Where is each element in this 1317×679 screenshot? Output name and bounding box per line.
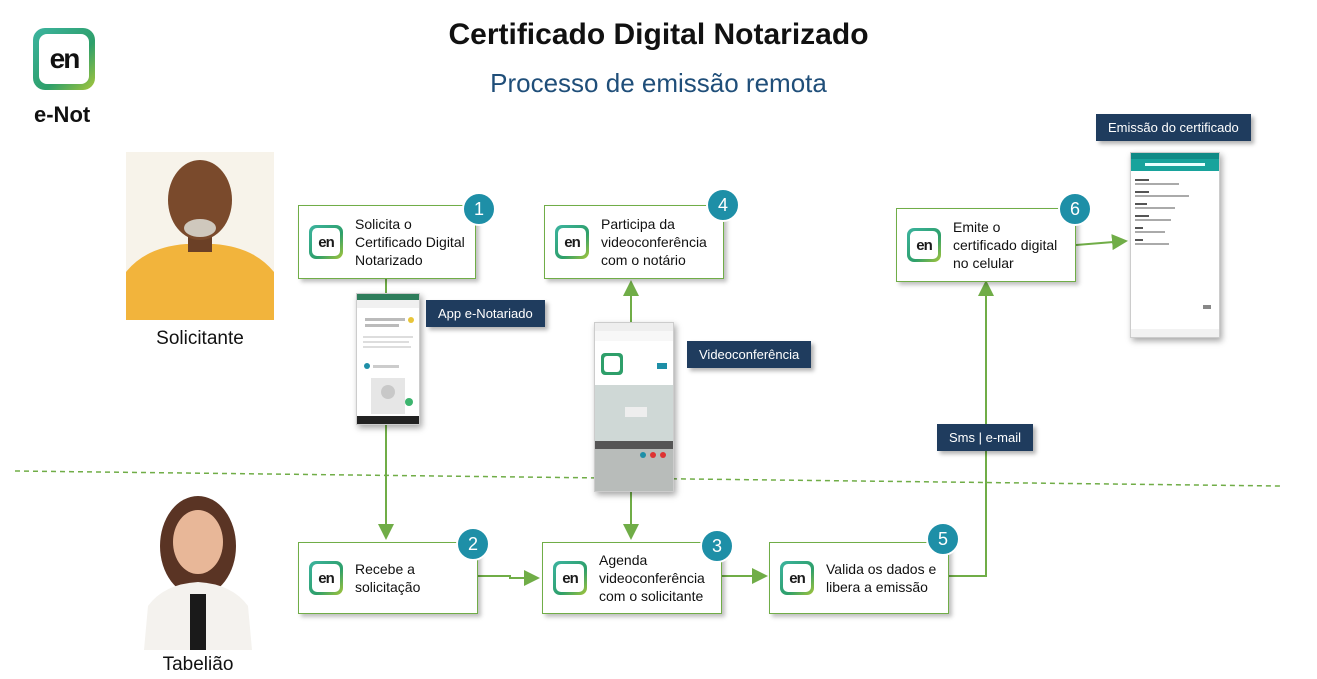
page-title: Certificado Digital Notarizado <box>448 18 869 51</box>
step-6-number: 6 <box>1058 192 1092 226</box>
en-logo-icon: en <box>907 228 941 262</box>
step-5-number: 5 <box>926 522 960 556</box>
page-subtitle: Processo de emissão remota <box>490 68 827 98</box>
step-4-text: Participa da videoconferência com o notá… <box>601 216 707 268</box>
en-logo-icon: en <box>555 225 589 259</box>
step-2-box: en Recebe a solicitação <box>298 542 478 614</box>
notary-photo <box>134 486 262 650</box>
en-logo-icon: en <box>309 561 343 595</box>
requester-photo <box>126 152 274 320</box>
notary-label: Tabelião <box>162 654 234 675</box>
en-logo-icon: en <box>309 225 343 259</box>
certificate-phone-screenshot <box>1130 152 1220 338</box>
step-4-number: 4 <box>706 188 740 222</box>
en-logo-icon: en <box>780 561 814 595</box>
brand-logo: en <box>33 28 95 90</box>
step-1-box: en Solicita o Certificado Digital Notari… <box>298 205 476 279</box>
en-logo-icon: en <box>33 28 95 90</box>
video-phone-screenshot <box>594 322 674 492</box>
step-2-text: Recebe a solicitação <box>355 561 421 595</box>
en-logo-icon: en <box>553 561 587 595</box>
step-1-number: 1 <box>462 192 496 226</box>
arrow-6-to-certificate <box>1075 234 1128 251</box>
arrow-2-to-3 <box>476 570 540 586</box>
step-5-box: en Valida os dados e libera a emissão <box>769 542 949 614</box>
sms-email-tag: Sms | e-mail <box>937 424 1033 451</box>
emission-tag: Emissão do certificado <box>1096 114 1251 141</box>
step-3-box: en Agenda videoconferência com o solicit… <box>542 542 722 614</box>
step-3-number: 3 <box>700 529 734 563</box>
arrow-5-to-6 <box>948 280 994 577</box>
app-phone-screenshot <box>356 293 420 425</box>
step-5-text: Valida os dados e libera a emissão <box>826 561 937 595</box>
step-6-text: Emite o certificado digital no celular <box>953 219 1058 271</box>
step-1-text: Solicita o Certificado Digital Notarizad… <box>355 216 465 268</box>
step-6-box: en Emite o certificado digital no celula… <box>896 208 1076 282</box>
step-3-text: Agenda videoconferência com o solicitant… <box>599 552 705 604</box>
video-tag: Videoconferência <box>687 341 812 368</box>
brand-name: e-Not <box>34 102 91 127</box>
step-4-box: en Participa da videoconferência com o n… <box>544 205 724 279</box>
step-2-number: 2 <box>456 527 490 561</box>
requester-label: Solicitante <box>156 328 244 349</box>
app-tag: App e-Notariado <box>426 300 545 327</box>
